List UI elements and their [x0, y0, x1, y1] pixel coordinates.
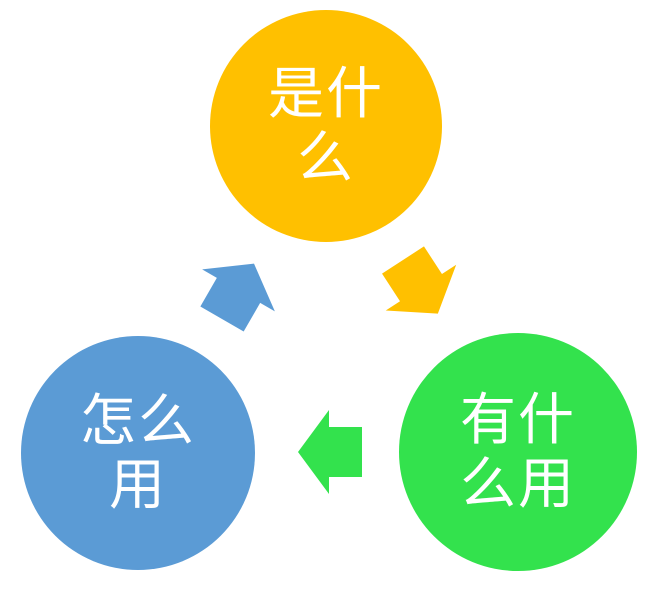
node-hasuse-label-line2: 么用 — [460, 452, 576, 515]
node-what-label-line1: 是什 — [268, 62, 384, 125]
node-what-label-line2: 么 — [297, 126, 355, 189]
node-howuse-circle: 怎么 用 — [21, 336, 255, 570]
node-hasuse-circle: 有什 么用 — [399, 333, 637, 571]
node-howuse-label-line2: 用 — [109, 453, 167, 516]
node-howuse-label-line1: 怎么 — [80, 389, 196, 452]
arrow-howuse-to-what-icon — [200, 263, 275, 332]
arrow-hasuse-to-howuse-icon — [298, 410, 362, 494]
node-hasuse-label-line1: 有什 — [460, 388, 576, 451]
arrow-what-to-hasuse-icon — [382, 246, 457, 314]
node-what-circle: 是什 么 — [210, 10, 442, 242]
